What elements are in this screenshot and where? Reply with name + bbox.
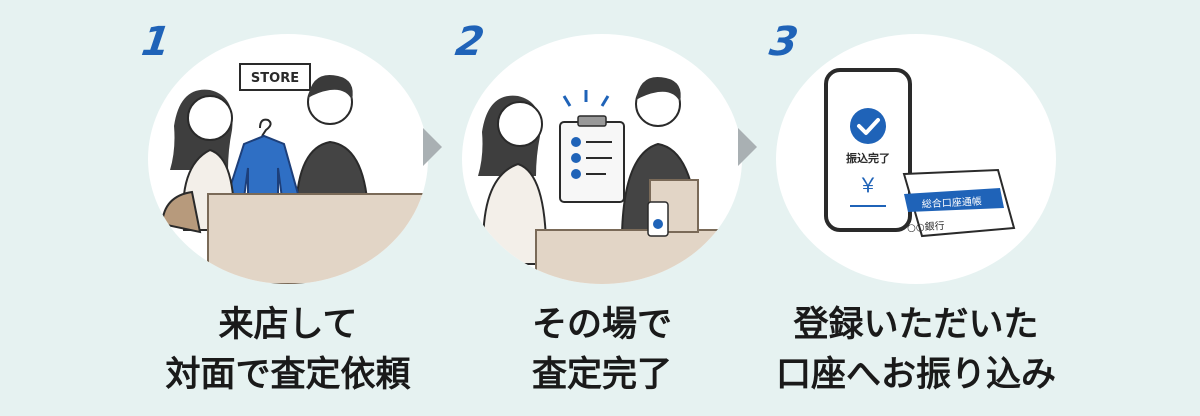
caption-line-1: 来店して (218, 305, 358, 345)
step-caption: 登録いただいた 口座へお振り込み (716, 300, 1116, 400)
step-illustration-transfer: 振込完了 ￥ 総合口座通帳 ○○銀行 (776, 34, 1056, 284)
arrow-right-icon (423, 128, 442, 166)
step-caption: 来店して 対面で査定依頼 (88, 300, 488, 400)
store-illustration: STORE (160, 63, 428, 284)
clipboard (559, 121, 625, 203)
step-3: 3 振込完了 ￥ 総合口座通帳 ○○銀行 登録いただいた 口座へお振り込み (767, 0, 1056, 416)
phone-status-text: 振込完了 (846, 151, 890, 165)
step-caption: その場で 査定完了 (402, 300, 802, 400)
caption-line-1: 登録いただいた (793, 305, 1039, 345)
transfer-illustration: 振込完了 ￥ 総合口座通帳 ○○銀行 (824, 68, 1016, 238)
step-illustration-store: STORE (148, 34, 428, 284)
caption-line-1: その場で (531, 305, 672, 345)
counter (207, 193, 428, 284)
step-2: 2 その場で (453, 0, 742, 416)
phone-currency-text: ￥ (858, 173, 878, 197)
check-circle-icon (850, 108, 886, 144)
store-sign (239, 63, 311, 91)
phone (824, 68, 912, 232)
bankbook-bank: ○○銀行 (907, 219, 945, 234)
store-sign-text: STORE (251, 71, 299, 86)
arrow-right-icon (738, 128, 757, 166)
bankbook-title: 総合口座通帳 (922, 194, 983, 210)
caption-line-2: 口座へお振り込み (775, 355, 1056, 395)
caption-line-2: 査定完了 (531, 355, 672, 395)
appraisal-illustration (478, 76, 742, 284)
caption-line-2: 対面で査定依頼 (165, 355, 411, 395)
step-illustration-appraisal (462, 34, 742, 284)
counter (535, 229, 742, 284)
step-1: 1 STORE 来店して 対面で査定依頼 (139, 0, 428, 416)
